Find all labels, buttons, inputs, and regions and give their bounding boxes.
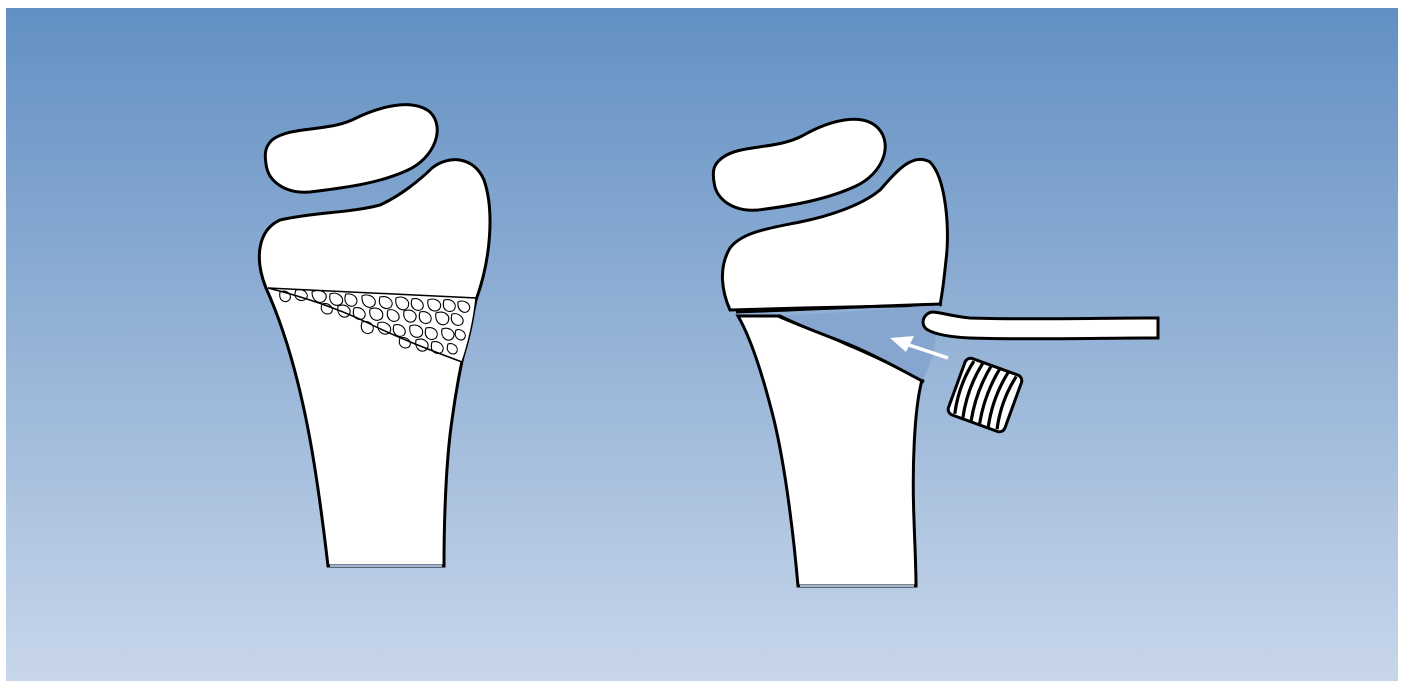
- diagram-panel: [6, 8, 1398, 681]
- diagram-svg: [6, 8, 1398, 681]
- gradient-background: [6, 8, 1398, 681]
